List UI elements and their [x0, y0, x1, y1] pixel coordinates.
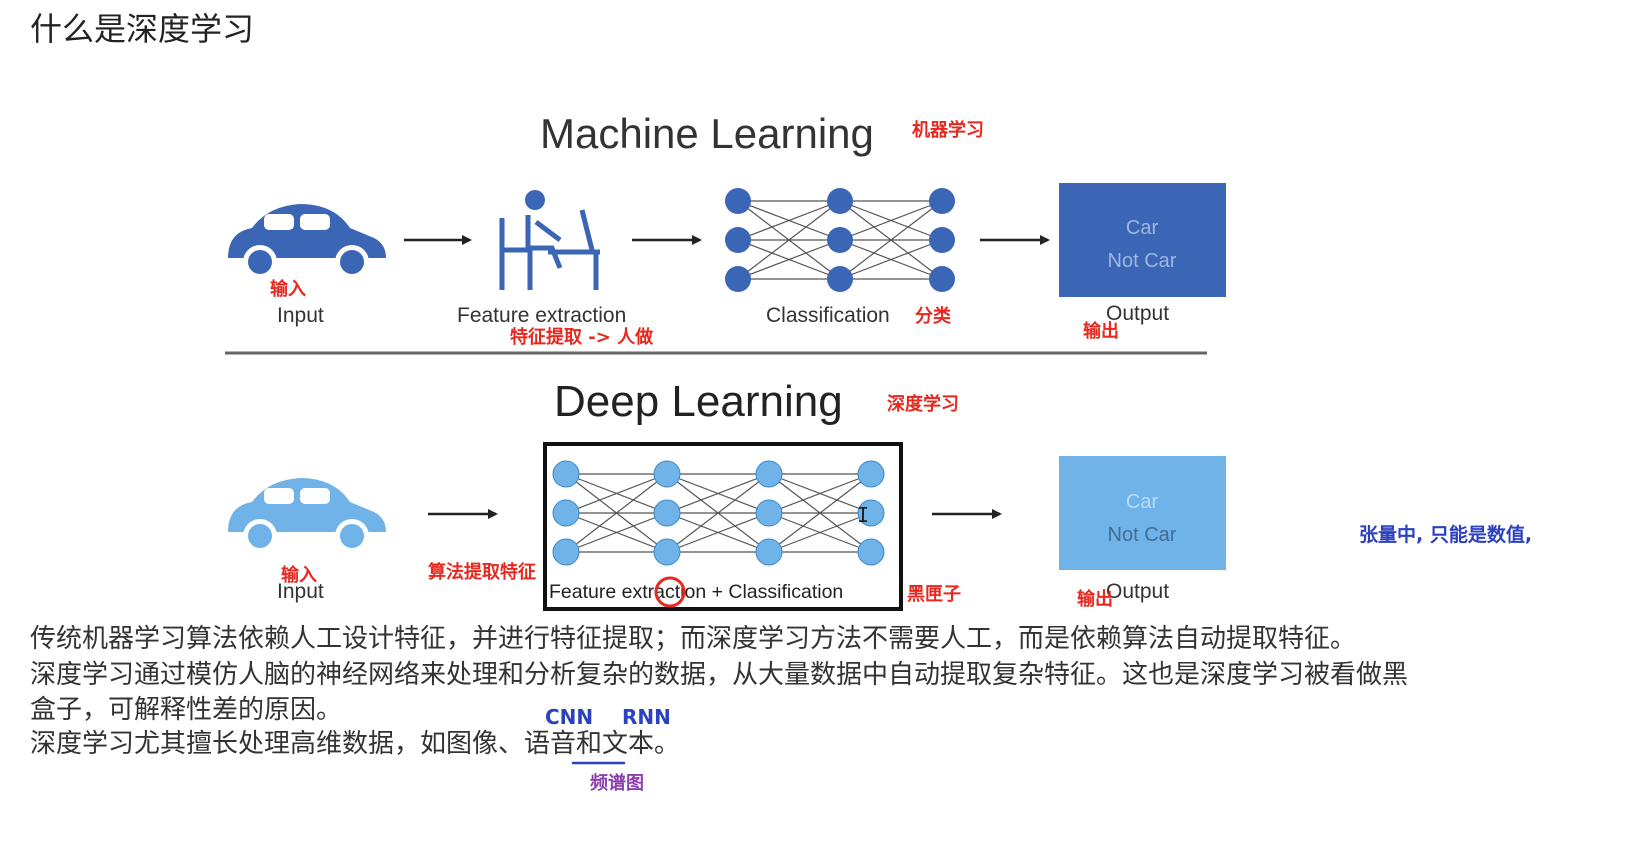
ml-title: Machine Learning: [540, 110, 874, 157]
person-at-desk-icon: [499, 190, 600, 290]
ml-input-cn: 输入: [270, 278, 306, 300]
text-cursor-icon: I: [857, 503, 869, 527]
dl-box-label: Feature extraction + Classification: [549, 581, 843, 603]
ml-input-label: Input: [277, 304, 324, 327]
ml-output-cn: 输出: [1083, 320, 1119, 342]
ml-title-cn: 机器学习: [912, 119, 984, 141]
tensor-note: 张量中, 只能是数值,: [1359, 523, 1532, 546]
ml-car-icon: [228, 204, 386, 279]
ml-classification-label: Classification: [766, 304, 890, 327]
black-box-frame: [543, 442, 903, 611]
ml-classification-cn: 分类: [915, 305, 952, 327]
dl-input-cn: 输入: [281, 564, 317, 586]
page-title: 什么是深度学习: [30, 10, 255, 48]
ml-output-label: Output: [1106, 302, 1169, 325]
ml-output-car: Car: [1126, 217, 1159, 239]
paragraph-3: 盒子，可解释性差的原因。: [30, 695, 343, 725]
dl-output-cn: 输出: [1077, 588, 1113, 610]
dl-car-icon: [228, 478, 386, 553]
cnn-annotation: CNN: [545, 705, 593, 729]
cursor-highlight-circle: [654, 576, 686, 608]
dl-neural-network: [552, 460, 885, 566]
dl-output-box: [1059, 456, 1226, 570]
ml-output-notcar: Not Car: [1108, 250, 1177, 272]
paragraph-1: 传统机器学习算法依赖人工设计特征，并进行特征提取；而深度学习方法不需要人工，而是…: [30, 624, 1357, 654]
dl-blackbox-cn: 黑匣子: [907, 584, 961, 605]
rnn-annotation: RNN: [622, 705, 671, 729]
spectrogram-annotation: 频谱图: [590, 772, 644, 794]
ml-neural-network: [725, 188, 955, 292]
ml-output-box: [1059, 183, 1226, 297]
dl-title-cn: 深度学习: [887, 393, 959, 415]
ml-feature-cn: 特征提取 -> 人做: [510, 326, 654, 348]
dl-output-label: Output: [1106, 580, 1169, 603]
paragraph-2: 深度学习通过模仿人脑的神经网络来处理和分析复杂的数据，从大量数据中自动提取复杂特…: [30, 660, 1409, 690]
paragraph-4: 深度学习尤其擅长处理高维数据，如图像、语音和文本。: [30, 729, 681, 759]
dl-output-notcar: Not Car: [1108, 524, 1177, 546]
dl-algo-cn: 算法提取特征: [428, 561, 536, 583]
dl-output-car: Car: [1126, 491, 1159, 513]
dl-input-label: Input: [277, 580, 324, 603]
dl-title: Deep Learning: [554, 377, 843, 426]
ml-feature-label: Feature extraction: [457, 304, 626, 327]
